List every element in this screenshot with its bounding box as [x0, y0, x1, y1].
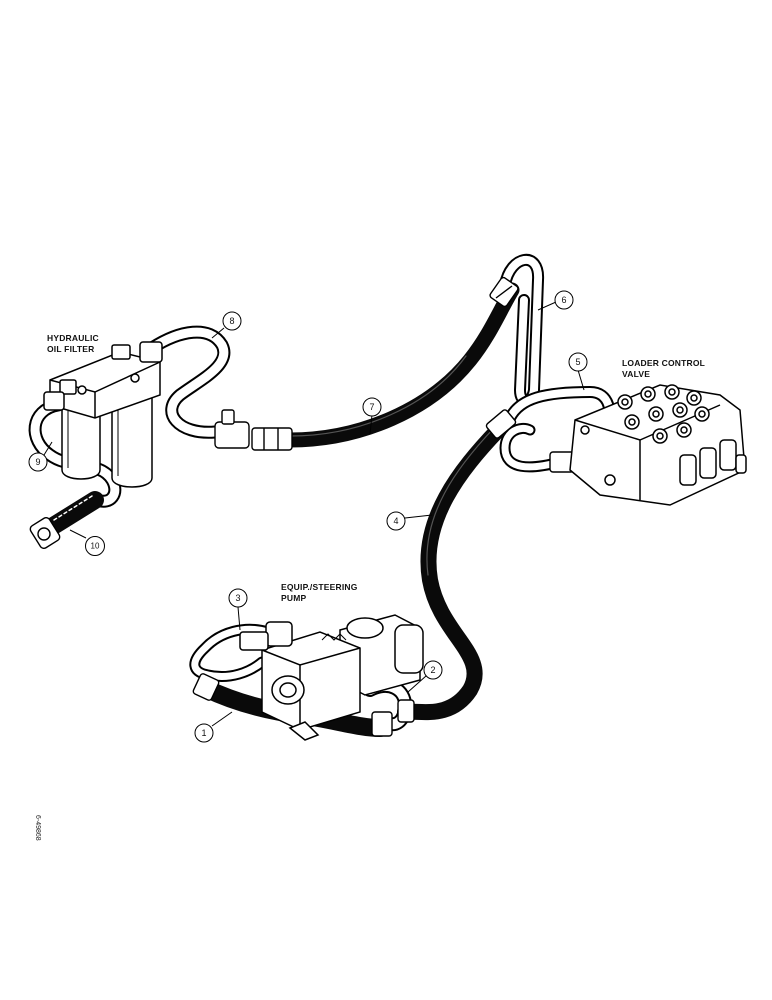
svg-text:9: 9 [35, 457, 40, 467]
valve-body [569, 384, 746, 506]
svg-text:8: 8 [229, 316, 234, 326]
pump-main-body [261, 631, 361, 731]
callout-3: 3 [228, 588, 248, 608]
fitting-hose1-clamp-right [371, 711, 393, 737]
hose-4 [397, 422, 506, 721]
callout-4: 4 [386, 511, 406, 531]
label-hydraulic-line2: OIL FILTER [47, 344, 95, 354]
callout-6: 6 [554, 290, 574, 310]
fittings [29, 276, 621, 737]
svg-text:4: 4 [393, 516, 398, 526]
label-valve-line2: VALVE [622, 369, 650, 379]
svg-text:3: 3 [235, 593, 240, 603]
loader-control-valve [569, 384, 747, 506]
component-labels: HYDRAULIC OIL FILTER EQUIP./STEERING PUM… [47, 333, 705, 603]
filter-port-nut [139, 341, 163, 363]
svg-text:10: 10 [91, 542, 100, 551]
hose-10 [41, 491, 104, 537]
label-hydraulic-line1: HYDRAULIC [47, 333, 99, 343]
fitting-hose1-clamp-left [192, 673, 220, 701]
callout-1: 1 [194, 723, 214, 743]
svg-text:2: 2 [430, 665, 435, 675]
svg-text:1: 1 [201, 728, 206, 738]
callout-10: 10 [85, 536, 105, 556]
fitting-hose7-lower [251, 427, 293, 451]
fitting-tee [214, 421, 250, 449]
callout-leaders [43, 301, 585, 727]
tube-8 [145, 325, 231, 439]
valve-spools [679, 439, 747, 486]
pump-inlet-block [265, 621, 293, 647]
callout-7: 7 [362, 397, 382, 417]
hydraulic-oil-filter [43, 341, 163, 488]
svg-text:5: 5 [575, 357, 580, 367]
callout-5: 5 [568, 352, 588, 372]
callout-8: 8 [222, 311, 242, 331]
fitting-hose4-lower [397, 699, 415, 723]
callouts: 1 2 3 4 5 6 7 8 [28, 290, 588, 743]
filter-canister-right [111, 397, 153, 488]
filter-canister-left [61, 404, 101, 480]
callout-9: 9 [28, 452, 48, 472]
figure-code: 6-49868 [34, 815, 41, 841]
label-pump-line2: PUMP [281, 593, 306, 603]
svg-text:6: 6 [561, 295, 566, 305]
equip-steering-pump [239, 614, 424, 741]
fitting-hose4-upper [485, 409, 517, 439]
label-valve-line1: LOADER CONTROL [622, 358, 705, 368]
svg-text:7: 7 [369, 402, 374, 412]
label-pump-line1: EQUIP./STEERING [281, 582, 358, 592]
rubber-hoses [41, 282, 520, 737]
callout-2: 2 [423, 660, 443, 680]
valve-ports [617, 384, 710, 444]
hose-7 [282, 282, 520, 448]
